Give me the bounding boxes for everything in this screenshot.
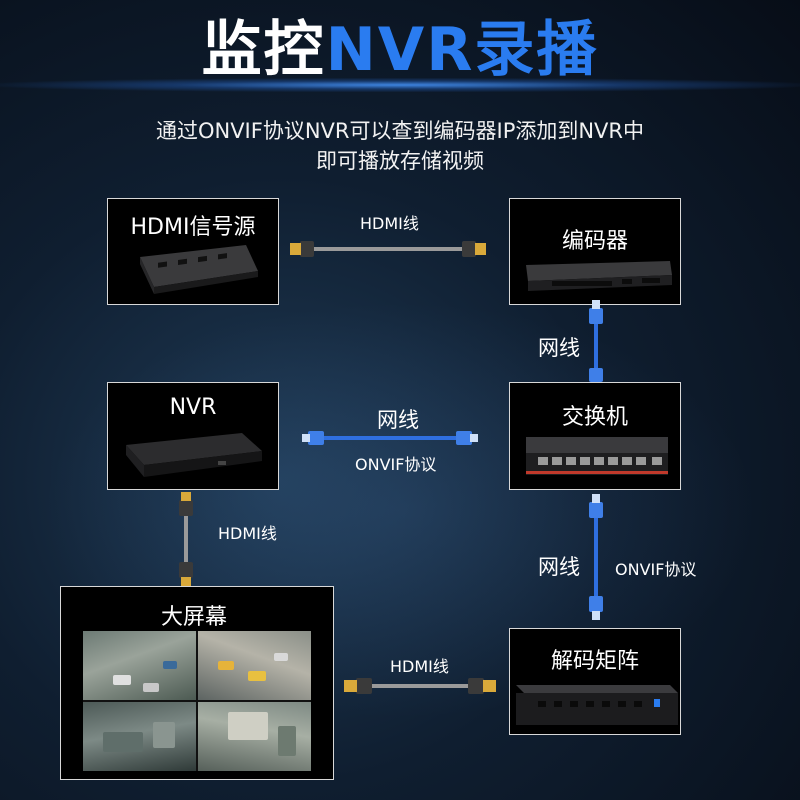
title-part1: 监控: [201, 15, 326, 85]
hdmi-source-box: HDMI信号源: [107, 198, 279, 305]
nvr-label: NVR: [169, 395, 217, 420]
nvr-box: NVR: [107, 382, 279, 490]
label-hdmi-screen-decoder: HDMI线: [390, 657, 449, 676]
camera-feed-3: [83, 702, 196, 771]
switch-device-icon: [526, 437, 668, 475]
camera-feed-2: [198, 631, 311, 700]
subtitle: 通过ONVIF协议NVR可以查到编码器IP添加到NVR中 即可播放存储视频: [0, 116, 800, 176]
network-cable-switch-decoder: [589, 494, 603, 620]
label-hdmi-source-encoder: HDMI线: [360, 214, 419, 233]
decoder-device-icon: [516, 685, 678, 725]
label-protocol-switch-decoder: ONVIF协议: [615, 560, 697, 579]
decoder-box: 解码矩阵: [509, 628, 681, 735]
label-network-nvr-switch: 网线: [377, 408, 419, 432]
network-cable-nvr-switch: [302, 431, 478, 445]
decoder-label: 解码矩阵: [550, 649, 639, 674]
subtitle-line1: 通过ONVIF协议NVR可以查到编码器IP添加到NVR中: [155, 119, 645, 143]
hdmi-source-device-icon: [140, 245, 258, 294]
encoder-label: 编码器: [561, 229, 628, 254]
title-underline-glow: [0, 78, 800, 92]
label-hdmi-nvr-screen: HDMI线: [218, 524, 277, 543]
hdmi-source-label: HDMI信号源: [130, 215, 256, 240]
hdmi-cable-source-encoder: [290, 241, 486, 257]
nvr-device-icon: [126, 433, 262, 477]
label-protocol-nvr-switch: ONVIF协议: [355, 455, 437, 474]
title-part2: NVR录播: [325, 15, 599, 85]
hdmi-cable-nvr-screen: [179, 492, 193, 586]
big-screen-label: 大屏幕: [161, 605, 228, 630]
switch-box: 交换机: [509, 382, 681, 490]
big-screen-box: 大屏幕: [60, 586, 334, 780]
label-network-switch-decoder: 网线: [538, 555, 580, 579]
encoder-device-icon: [526, 261, 672, 291]
surveillance-screen: [83, 631, 311, 771]
network-cable-encoder-switch: [589, 300, 603, 382]
switch-label: 交换机: [561, 405, 628, 430]
hdmi-cable-screen-decoder: [344, 678, 496, 694]
camera-feed-4: [198, 702, 311, 771]
page-title: 监控NVR录播: [0, 10, 800, 90]
subtitle-line2: 即可播放存储视频: [316, 149, 484, 173]
camera-feed-1: [83, 631, 196, 700]
label-network-encoder-switch: 网线: [538, 336, 580, 360]
